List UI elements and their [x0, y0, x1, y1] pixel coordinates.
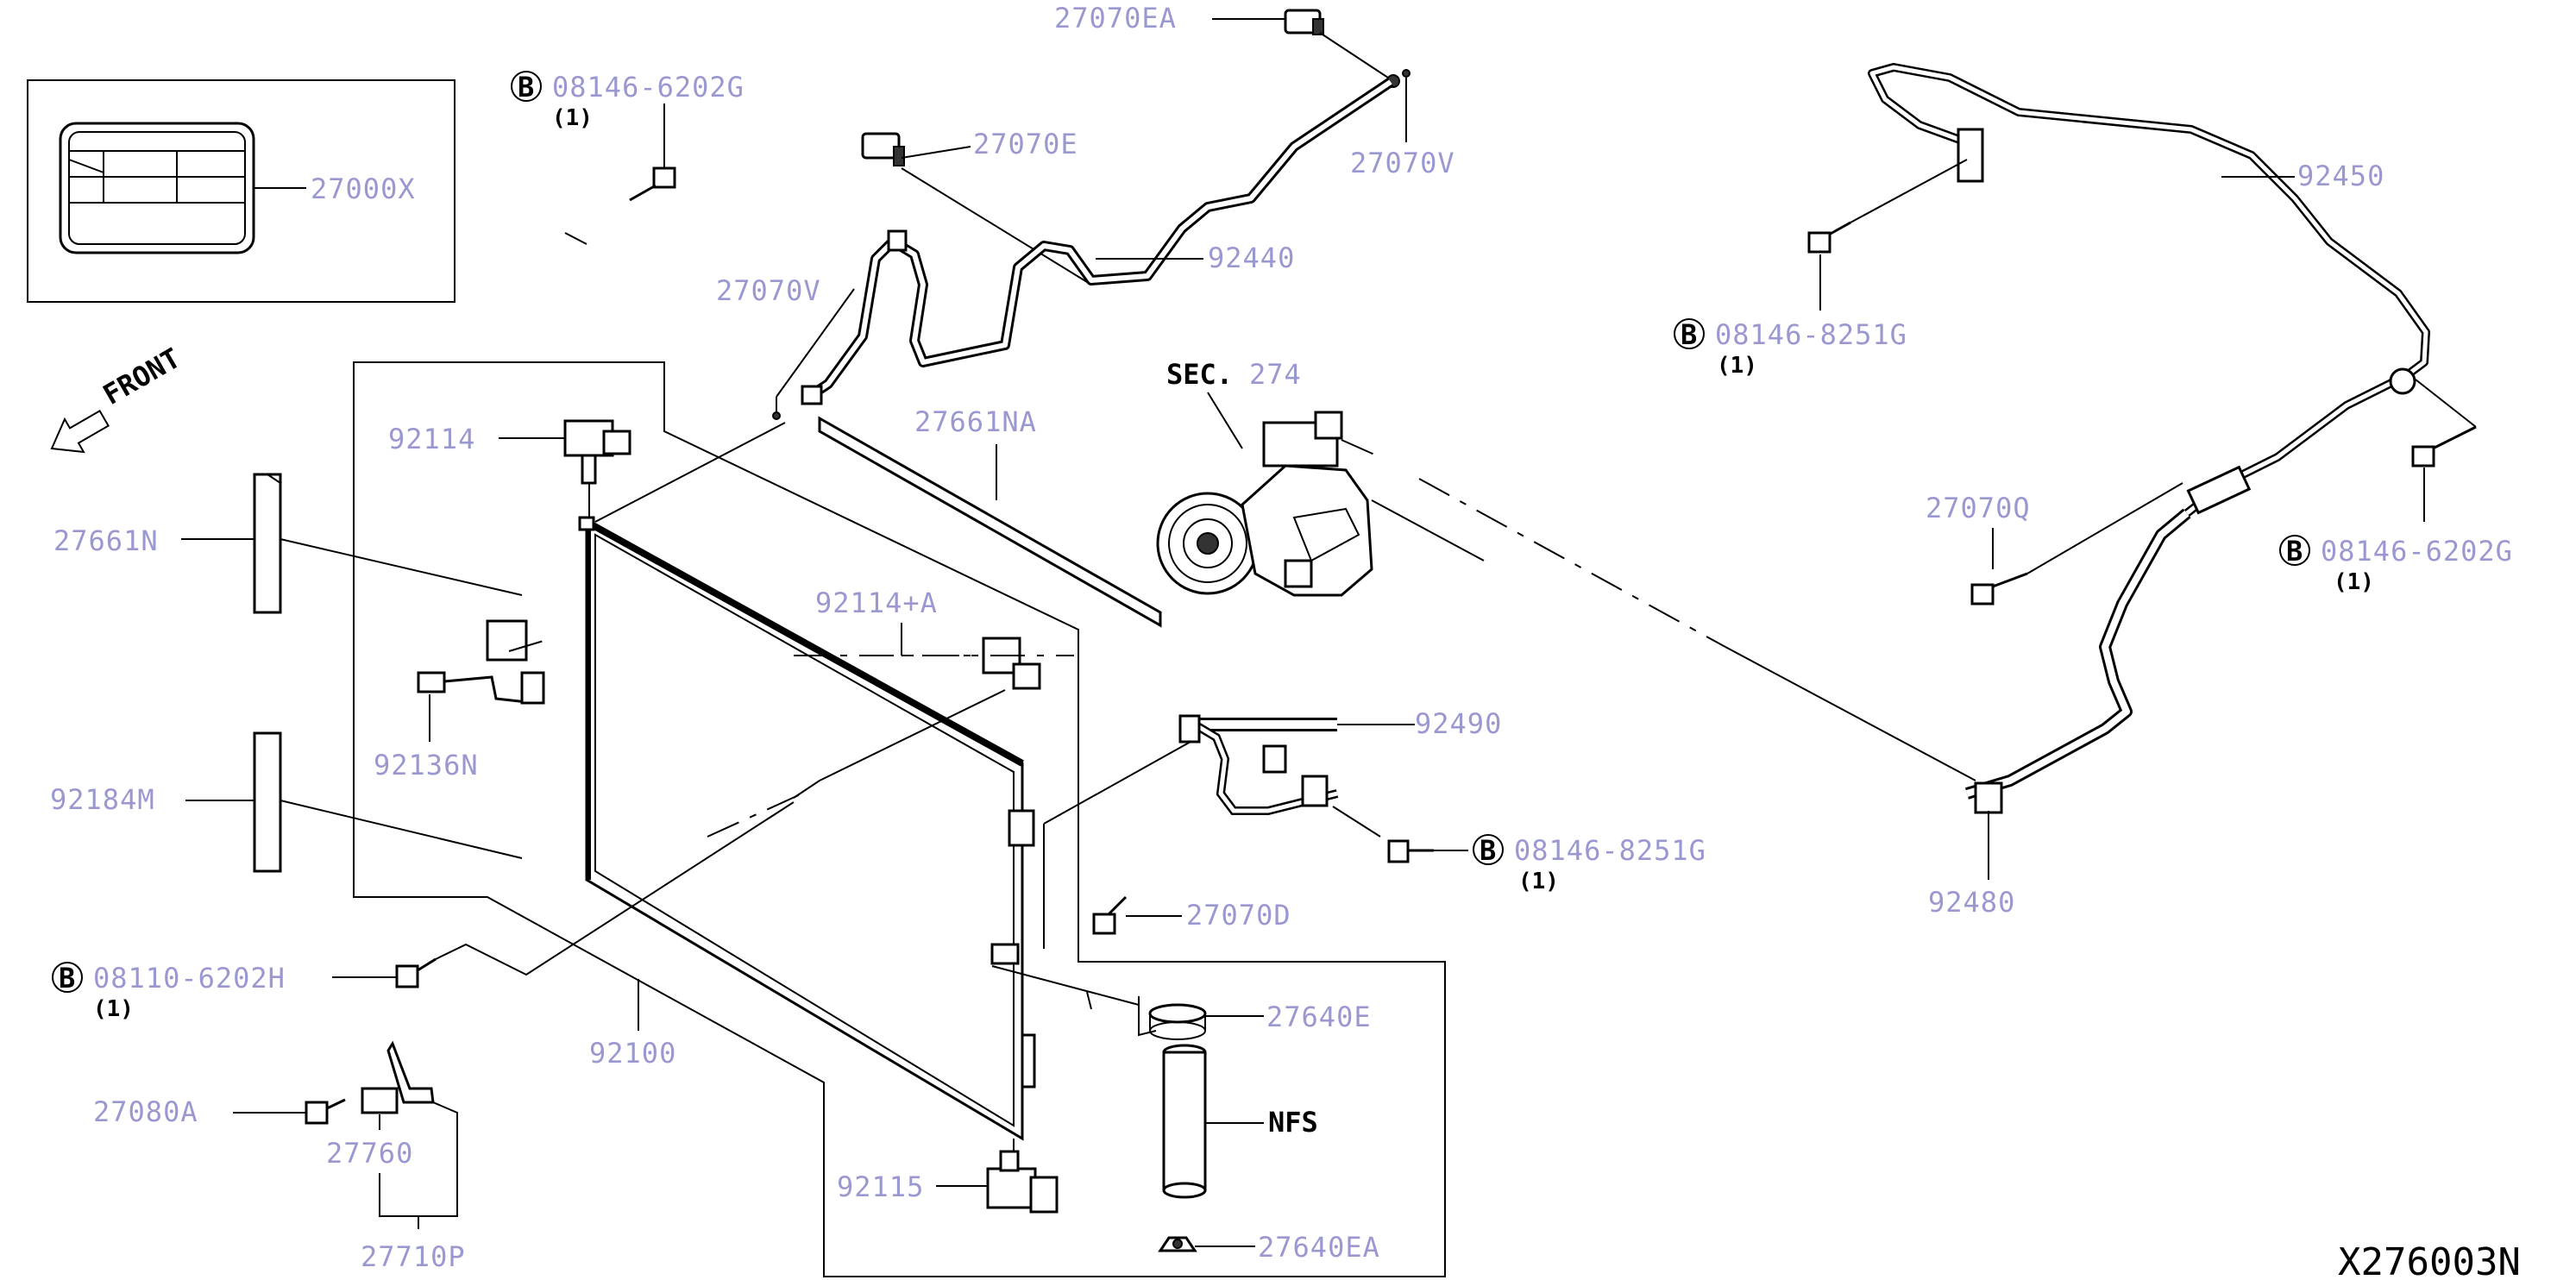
- svg-text:B: B: [1480, 834, 1496, 867]
- bolt-b1-icon: [629, 166, 676, 202]
- bolt-b4-qty: (1): [1518, 869, 1559, 894]
- part-27070V-top-label: 27070V: [1350, 147, 1455, 179]
- bolt-27070Q-icon: [1970, 572, 2028, 605]
- svg-text:B: B: [59, 962, 75, 995]
- part-27640EA-label: 27640EA: [1258, 1231, 1380, 1264]
- part-92490-label: 92490: [1415, 707, 1502, 740]
- pipe-92450-icon: [1868, 63, 2430, 814]
- part-27710P-label: 27710P: [361, 1240, 466, 1273]
- bolt-b3-qty: (1): [2334, 569, 2374, 595]
- bolt-b1-number: 08146-6202G: [552, 71, 745, 104]
- bolt-marker-b3: B: [2279, 535, 2310, 568]
- svg-text:B: B: [518, 71, 534, 104]
- part-27070Q-label: 27070Q: [1926, 492, 2031, 524]
- cap-27640EA-icon: [1158, 1236, 1197, 1252]
- bolt-b3-icon: [2411, 425, 2477, 467]
- bracket-27640E-icon: [1138, 996, 1207, 1040]
- nfs-label: NFS: [1268, 1106, 1318, 1139]
- bolt-b1-qty: (1): [552, 105, 593, 131]
- bracket-92114-icon: [563, 419, 631, 485]
- svg-text:B: B: [1681, 318, 1697, 351]
- seal-92184M-icon: [253, 731, 282, 873]
- bolt-b5-qty: (1): [93, 996, 134, 1022]
- part-27760-label: 27760: [326, 1137, 413, 1170]
- bracket-92114A-icon: [982, 637, 1041, 690]
- part-27000X-label: 27000X: [311, 173, 416, 205]
- receiver-tank-icon: [1162, 1044, 1207, 1199]
- sensor-27070EA-icon: [1284, 9, 1324, 35]
- bolt-b4-number: 08146-8251G: [1514, 834, 1706, 867]
- part-92450-label: 92450: [2297, 160, 2384, 192]
- part-92136N-label: 92136N: [374, 749, 479, 781]
- bolt-b4-icon: [1387, 839, 1434, 863]
- pipe-92490-icon: [1178, 714, 1339, 815]
- sec-label-prefix: SEC.: [1166, 358, 1233, 391]
- part-92100-label: 92100: [589, 1037, 676, 1070]
- bolt-27080A-icon: [305, 1098, 346, 1125]
- part-92480-label: 92480: [1928, 886, 2015, 919]
- frame-outline: [353, 361, 1446, 1277]
- seal-27661N-icon: [253, 473, 282, 614]
- bolt-marker-b1: B: [511, 71, 542, 104]
- part-27661N-label: 27661N: [53, 524, 159, 557]
- bracket-92115-icon: [986, 1150, 1059, 1214]
- label-inset-box: [27, 79, 456, 303]
- bracket-92136N-icon: [417, 619, 545, 705]
- bolt-b2-qty: (1): [1717, 353, 1757, 379]
- condenser-92100-icon: [578, 516, 1036, 1141]
- bolt-marker-b2: B: [1674, 318, 1705, 351]
- bolt-27070D-icon: [1092, 895, 1128, 935]
- part-27070EA-label: 27070EA: [1054, 2, 1177, 35]
- part-92114-label: 92114: [388, 423, 475, 455]
- bolt-b2-number: 08146-8251G: [1715, 318, 1907, 351]
- bolt-marker-b4: B: [1473, 834, 1504, 867]
- diagram-id: X276003N: [2338, 1240, 2521, 1280]
- bolt-b5-number: 08110-6202H: [93, 962, 286, 995]
- compressor-icon: [1156, 411, 1373, 597]
- bolt-b2-icon: [1807, 221, 1851, 254]
- front-label: FRONT: [97, 342, 185, 411]
- sec-label-number: 274: [1249, 358, 1302, 391]
- part-92440-label: 92440: [1208, 242, 1295, 274]
- part-92115-label: 92115: [837, 1170, 924, 1203]
- part-27661NA-label: 27661NA: [914, 405, 1037, 438]
- part-92184M-label: 92184M: [50, 783, 155, 816]
- bolt-b5-icon: [395, 957, 437, 988]
- bolt-marker-b5: B: [52, 962, 83, 995]
- pipe-92440-icon: [801, 78, 1394, 405]
- part-27080A-label: 27080A: [93, 1095, 198, 1128]
- bolt-b3-number: 08146-6202G: [2321, 535, 2513, 568]
- front-arrow-icon: [50, 409, 110, 454]
- part-27640E-label: 27640E: [1266, 1001, 1372, 1033]
- svg-text:B: B: [2286, 535, 2303, 568]
- part-27070D-label: 27070D: [1186, 899, 1291, 932]
- sensor-27070E-icon: [861, 132, 905, 166]
- part-27070V-mid-label: 27070V: [716, 274, 821, 307]
- part-27070E-label: 27070E: [973, 128, 1078, 160]
- bracket-27760-icon: [361, 1040, 435, 1114]
- part-92114A-label: 92114+A: [815, 587, 938, 619]
- seal-27661NA-icon: [818, 416, 1162, 628]
